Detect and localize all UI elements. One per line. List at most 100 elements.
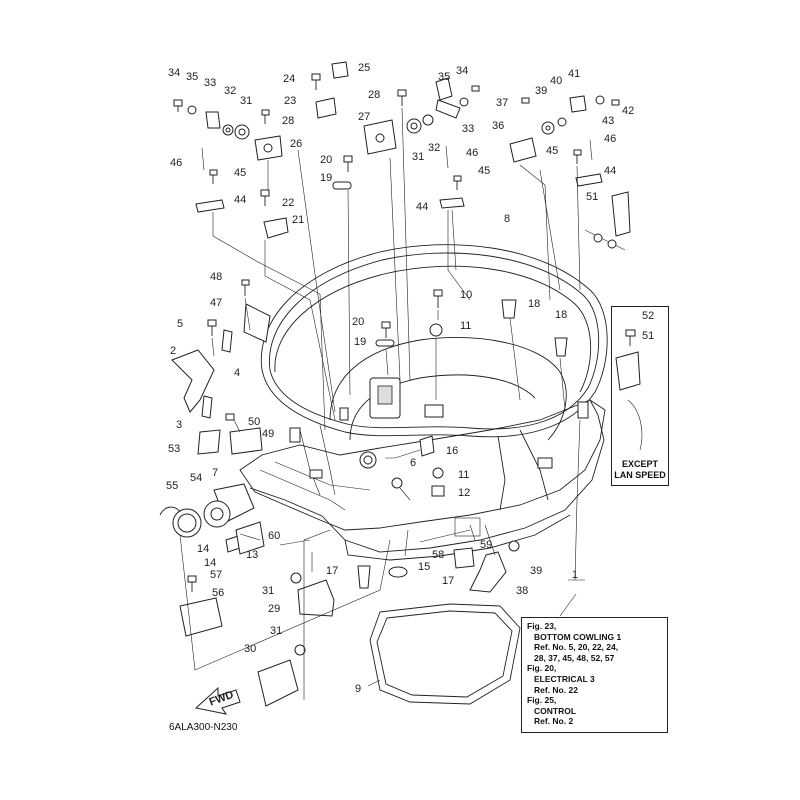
part-label: 45 <box>478 165 490 177</box>
part-label: 44 <box>416 201 428 213</box>
reference-note-line: Ref. No. 22 <box>534 684 578 695</box>
part-label: 18 <box>528 298 540 310</box>
reference-note-line: CONTROL <box>534 705 577 716</box>
part-label: 17 <box>442 575 454 587</box>
part-label: 2 <box>170 345 176 357</box>
part-label: 20 <box>320 154 332 166</box>
part-label: 15 <box>418 561 430 573</box>
except-lan-speed-box <box>611 306 669 486</box>
reference-note-line: Fig. 23, <box>527 621 557 631</box>
small-parts <box>159 61 631 707</box>
part-labels: 34 35 33 32 31 28 26 24 25 23 28 27 34 3… <box>166 62 654 695</box>
part-label: 5 <box>177 318 183 330</box>
part-label: 57 <box>210 569 222 581</box>
part-label: 48 <box>210 271 222 283</box>
part-label: 36 <box>492 120 504 132</box>
bottom-cowling <box>239 244 608 561</box>
reference-note-line: Ref. No. 5, 20, 22, 24, <box>534 642 619 653</box>
part-label: 43 <box>602 115 614 127</box>
part-label: 33 <box>204 77 216 89</box>
part-label: 50 <box>248 416 260 428</box>
part-label: 44 <box>604 165 616 177</box>
part-label: 14 <box>197 543 209 555</box>
part-label: 58 <box>432 549 444 561</box>
part-label: 22 <box>282 197 294 209</box>
part-label: 51 <box>642 330 654 342</box>
part-label: 46 <box>604 133 616 145</box>
part-label: 31 <box>240 95 252 107</box>
part-label: 24 <box>283 73 295 85</box>
part-label: 19 <box>354 336 366 348</box>
part-label: 26 <box>290 138 302 150</box>
part-label: 47 <box>210 297 222 309</box>
reference-note-line: Fig. 20, <box>527 663 557 674</box>
part-label: 39 <box>530 565 542 577</box>
part-label: 49 <box>262 428 274 440</box>
part-label: 10 <box>460 289 472 301</box>
part-label: 11 <box>460 320 471 332</box>
part-label: 34 <box>456 65 468 77</box>
part-label: 3 <box>176 419 182 431</box>
part-label: 18 <box>555 309 567 321</box>
part-label: 12 <box>458 487 470 499</box>
part-label: 13 <box>246 549 258 561</box>
except-note-line2: LAN SPEED <box>614 470 666 480</box>
part-label: 32 <box>224 85 236 97</box>
part-label: 34 <box>168 67 180 79</box>
part-label: 51 <box>586 191 598 203</box>
reference-note-line: ELECTRICAL 3 <box>534 673 595 684</box>
part-label: 7 <box>212 467 218 479</box>
except-lan-speed-inset <box>615 329 643 451</box>
part-label: 17 <box>326 565 338 577</box>
part-label: 35 <box>438 71 450 83</box>
part-label: 19 <box>320 172 332 184</box>
part-label: 14 <box>204 557 216 569</box>
bottom-seal <box>369 603 521 705</box>
part-label: 45 <box>546 145 558 157</box>
part-label: 54 <box>190 472 202 484</box>
part-label: 29 <box>268 603 280 615</box>
part-label: 27 <box>358 111 370 123</box>
part-label: 11 <box>458 469 469 481</box>
part-label: 28 <box>368 89 380 101</box>
part-label: 38 <box>516 585 528 597</box>
part-label: 30 <box>244 643 256 655</box>
part-label: 21 <box>292 214 304 226</box>
reference-note-line: BOTTOM COWLING 1 <box>534 631 622 642</box>
part-label: 32 <box>428 142 440 154</box>
except-note-line1: EXCEPT <box>621 459 658 469</box>
part-label: 31 <box>412 151 424 163</box>
except-lan-speed-note: EXCEPT LAN SPEED <box>611 459 669 481</box>
part-label: 55 <box>166 480 178 492</box>
part-label: 37 <box>496 97 508 109</box>
part-label: 59 <box>480 539 492 551</box>
part-label: 33 <box>462 123 474 135</box>
reference-note-box: Fig. 23, BOTTOM COWLING 1 Ref. No. 5, 20… <box>521 617 668 733</box>
part-label: 1 <box>572 569 578 581</box>
part-label: 16 <box>446 445 458 457</box>
part-label: 52 <box>642 310 654 322</box>
part-label: 45 <box>234 167 246 179</box>
reference-note-line: Ref. No. 2 <box>534 716 574 727</box>
leader-lines <box>179 107 585 700</box>
part-label: 41 <box>568 68 580 80</box>
part-label: 44 <box>234 194 246 206</box>
part-label: 9 <box>355 683 361 695</box>
part-label: 46 <box>466 147 478 159</box>
part-label: 31 <box>262 585 274 597</box>
fwd-arrow-icon: FWD <box>194 686 241 715</box>
part-label: 28 <box>282 115 294 127</box>
reference-note-line: 28, 37, 45, 48, 52, 57 <box>534 652 615 663</box>
part-label: 6 <box>410 457 416 469</box>
part-label: 20 <box>352 316 364 328</box>
part-label: 56 <box>212 587 224 599</box>
reference-note-line: Fig. 25, <box>527 695 557 706</box>
part-label: 31 <box>270 625 282 637</box>
part-label: 23 <box>284 95 296 107</box>
part-label: 42 <box>622 105 634 117</box>
part-label: 35 <box>186 71 198 83</box>
figure-code: 6ALA300-N230 <box>169 722 238 733</box>
part-label: 40 <box>550 75 562 87</box>
part-label: 60 <box>268 530 280 542</box>
part-label: 53 <box>168 443 180 455</box>
